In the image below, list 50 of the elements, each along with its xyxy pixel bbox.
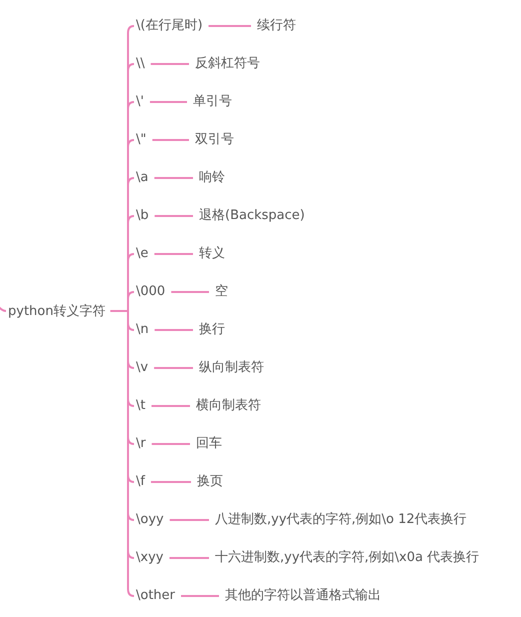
connector bbox=[181, 595, 219, 597]
description: 其他的字符以普通格式输出 bbox=[225, 587, 381, 605]
escape-sequence: \b bbox=[136, 207, 149, 225]
escape-sequence: \xyy bbox=[136, 549, 164, 567]
connector bbox=[150, 63, 189, 65]
description: 八进制数,yy代表的字符,例如\o 12代表换行 bbox=[215, 511, 467, 529]
connector bbox=[150, 101, 187, 103]
description: 退格(Backspace) bbox=[199, 207, 305, 225]
escape-sequence: \v bbox=[136, 359, 148, 377]
connector bbox=[169, 557, 209, 559]
escape-sequence: \n bbox=[136, 321, 149, 339]
description: 反斜杠符号 bbox=[195, 55, 260, 73]
escape-sequence: \f bbox=[136, 473, 145, 491]
escape-sequence: \\ bbox=[136, 55, 145, 73]
description: 回车 bbox=[196, 435, 222, 453]
connector bbox=[151, 405, 190, 407]
connector bbox=[171, 291, 209, 293]
connector bbox=[154, 329, 193, 331]
connector bbox=[152, 443, 190, 445]
connector bbox=[154, 367, 193, 369]
escape-sequence: \' bbox=[136, 93, 144, 111]
description: 转义 bbox=[199, 245, 225, 263]
connector bbox=[0, 305, 6, 312]
escape-sequence: \oyy bbox=[136, 511, 164, 529]
connector bbox=[152, 139, 189, 141]
connector bbox=[154, 253, 193, 255]
escape-sequence: \" bbox=[136, 131, 146, 149]
escape-sequence: \t bbox=[136, 397, 146, 415]
description: 换页 bbox=[197, 473, 223, 491]
escape-sequence: \e bbox=[136, 245, 148, 263]
description: 响铃 bbox=[199, 169, 225, 187]
connector bbox=[150, 481, 191, 483]
connector bbox=[154, 177, 193, 179]
description: 横向制表符 bbox=[196, 397, 261, 415]
escape-sequence: \other bbox=[136, 587, 176, 605]
connector bbox=[208, 25, 251, 27]
description: 续行符 bbox=[257, 17, 296, 35]
description: 换行 bbox=[199, 321, 225, 339]
escape-sequence: \a bbox=[136, 169, 148, 187]
escape-sequence: \r bbox=[136, 435, 146, 453]
escape-sequence: \(在行尾时) bbox=[136, 17, 203, 35]
root-topic: python转义字符 bbox=[8, 303, 106, 321]
description: 十六进制数,yy代表的字符,例如\x0a 代表换行 bbox=[215, 549, 480, 567]
description: 空 bbox=[215, 283, 228, 301]
description: 单引号 bbox=[193, 93, 232, 111]
description: 纵向制表符 bbox=[199, 359, 264, 377]
connector bbox=[170, 519, 209, 521]
escape-sequence: \000 bbox=[136, 283, 166, 301]
description: 双引号 bbox=[195, 131, 234, 149]
connector bbox=[154, 215, 193, 217]
